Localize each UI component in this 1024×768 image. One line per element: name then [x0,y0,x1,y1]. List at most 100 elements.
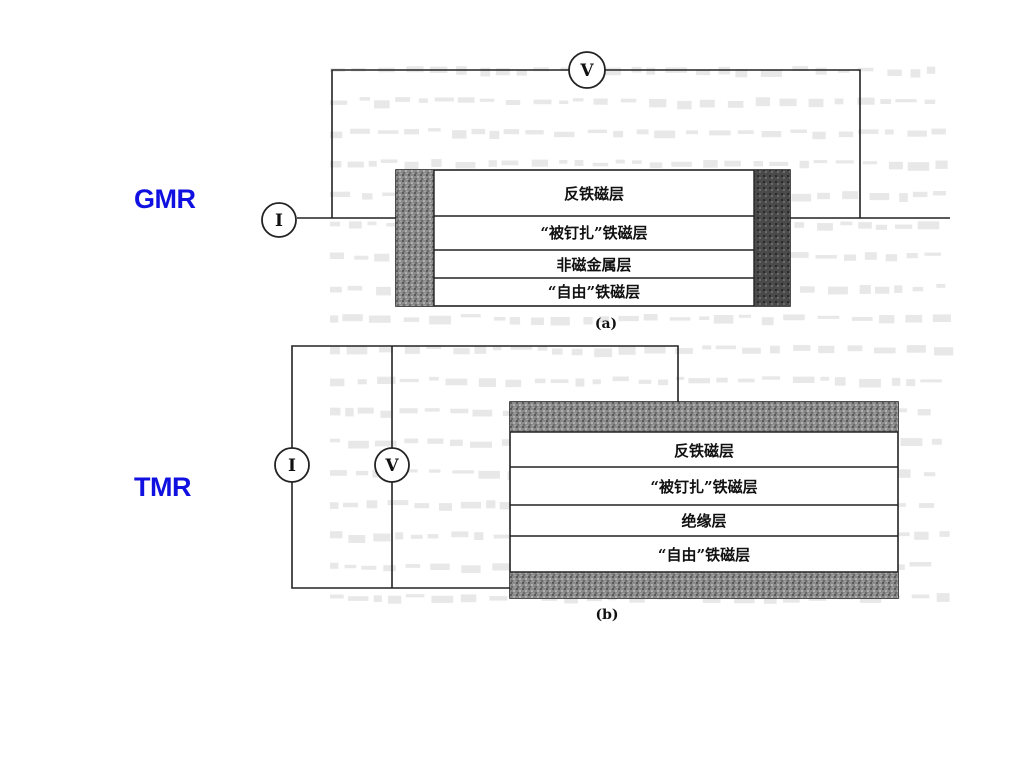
gmr-caption: (a) [595,316,617,332]
scan-texture-mark [709,130,731,136]
scan-texture-mark [817,223,833,231]
scan-texture-mark [858,222,872,229]
scan-texture-mark [933,191,946,196]
scan-texture-mark [399,378,419,383]
scan-texture-mark [554,131,575,138]
scan-texture-mark [359,97,370,101]
gmr-layer-free: “自由”铁磁层 [548,283,640,301]
scan-texture-mark [470,441,492,448]
scan-texture-mark [342,314,363,322]
scan-texture-mark [900,438,923,446]
scan-texture-mark [770,345,780,354]
scan-texture-mark [738,378,755,383]
scan-texture-mark [859,379,881,388]
tmr-top-electrode [510,402,898,432]
scan-texture-mark [817,315,840,319]
scan-texture-mark [495,68,510,76]
scan-texture-mark [727,101,744,108]
scan-texture-mark [355,470,369,476]
scan-texture-mark [362,193,373,200]
scan-texture-mark [493,346,502,351]
scan-texture-mark [906,253,918,259]
scan-texture-mark [935,160,948,169]
scan-texture-mark [404,438,419,444]
scan-texture-mark [525,130,544,135]
scan-texture-mark [818,345,835,354]
scan-texture-mark [405,594,425,598]
scan-texture-mark [644,346,666,354]
scan-texture-mark [383,565,396,572]
scan-texture-mark [894,285,903,293]
scan-texture-mark [428,128,441,132]
scan-texture-mark [489,130,500,139]
scan-texture-mark [907,130,927,137]
scan-texture-mark [794,222,805,228]
gmr-voltmeter-label: V [579,61,594,81]
scan-texture-mark [593,98,608,105]
scan-texture-mark [403,317,420,322]
scan-texture-mark [424,408,440,412]
scan-texture-mark [828,286,848,295]
scan-texture-mark [531,159,549,167]
scan-texture-mark [505,100,521,105]
scan-texture-mark [330,378,345,387]
scan-texture-mark [703,160,718,168]
scan-texture-mark [907,162,930,171]
scan-texture-mark [899,193,908,202]
scan-texture-mark [434,97,454,102]
scan-texture-mark [450,439,463,446]
tmr-layer-stack: 反铁磁层 “被钉扎”铁磁层 绝缘层 “自由”铁磁层 [509,401,899,599]
scan-texture-mark [924,252,942,256]
scan-texture-mark [800,286,815,293]
scan-texture-mark [345,407,354,417]
scan-texture-mark [909,562,932,567]
gmr-layer-pinned: “被钉扎”铁磁层 [540,224,647,242]
scan-texture-mark [699,316,710,320]
scan-texture-mark [347,161,364,168]
scan-texture-mark [330,470,347,476]
scan-texture-mark [905,314,923,323]
scan-texture-mark [388,595,402,604]
scan-texture-mark [874,347,896,354]
scan-texture-mark [917,409,931,416]
scan-texture-mark [675,348,693,354]
scan-texture-mark [571,348,583,356]
scan-texture-mark [386,223,399,227]
scan-texture-mark [373,595,382,602]
scan-texture-mark [378,130,399,134]
scan-texture-mark [439,503,452,511]
scan-texture-mark [761,317,774,326]
scan-texture-mark [461,565,481,574]
scan-texture-mark [885,129,894,135]
scan-texture-mark [783,314,805,321]
gmr-layer-nonmagnetic-metal: 非磁金属层 [556,256,631,274]
scan-texture-mark [349,221,362,229]
scan-texture-mark [471,128,486,135]
scan-texture-mark [564,596,578,604]
scan-texture-mark [455,162,476,169]
tmr-current-wire [291,345,679,589]
scan-texture-mark [792,376,815,383]
scan-texture-mark [330,502,339,509]
scan-texture-mark [906,379,916,387]
scan-texture-mark [713,315,734,324]
scan-texture-mark [783,595,800,603]
scan-texture-mark [330,252,344,259]
scan-texture-mark [430,563,450,570]
scan-texture-mark [533,99,552,105]
scan-texture-mark [380,410,391,418]
scan-texture-mark [646,67,656,75]
scan-texture-mark [404,161,419,171]
scan-texture-mark [654,130,676,139]
scan-texture-mark [452,470,474,474]
scan-texture-mark [898,532,910,537]
scan-texture-mark [926,66,936,74]
scan-texture-mark [649,99,667,108]
scan-texture-mark [857,67,874,72]
scan-texture-mark [699,99,715,108]
scan-texture-mark [838,131,854,138]
scan-texture-mark [472,409,493,417]
scan-texture-mark [738,314,751,318]
scan-texture-mark [510,346,533,350]
